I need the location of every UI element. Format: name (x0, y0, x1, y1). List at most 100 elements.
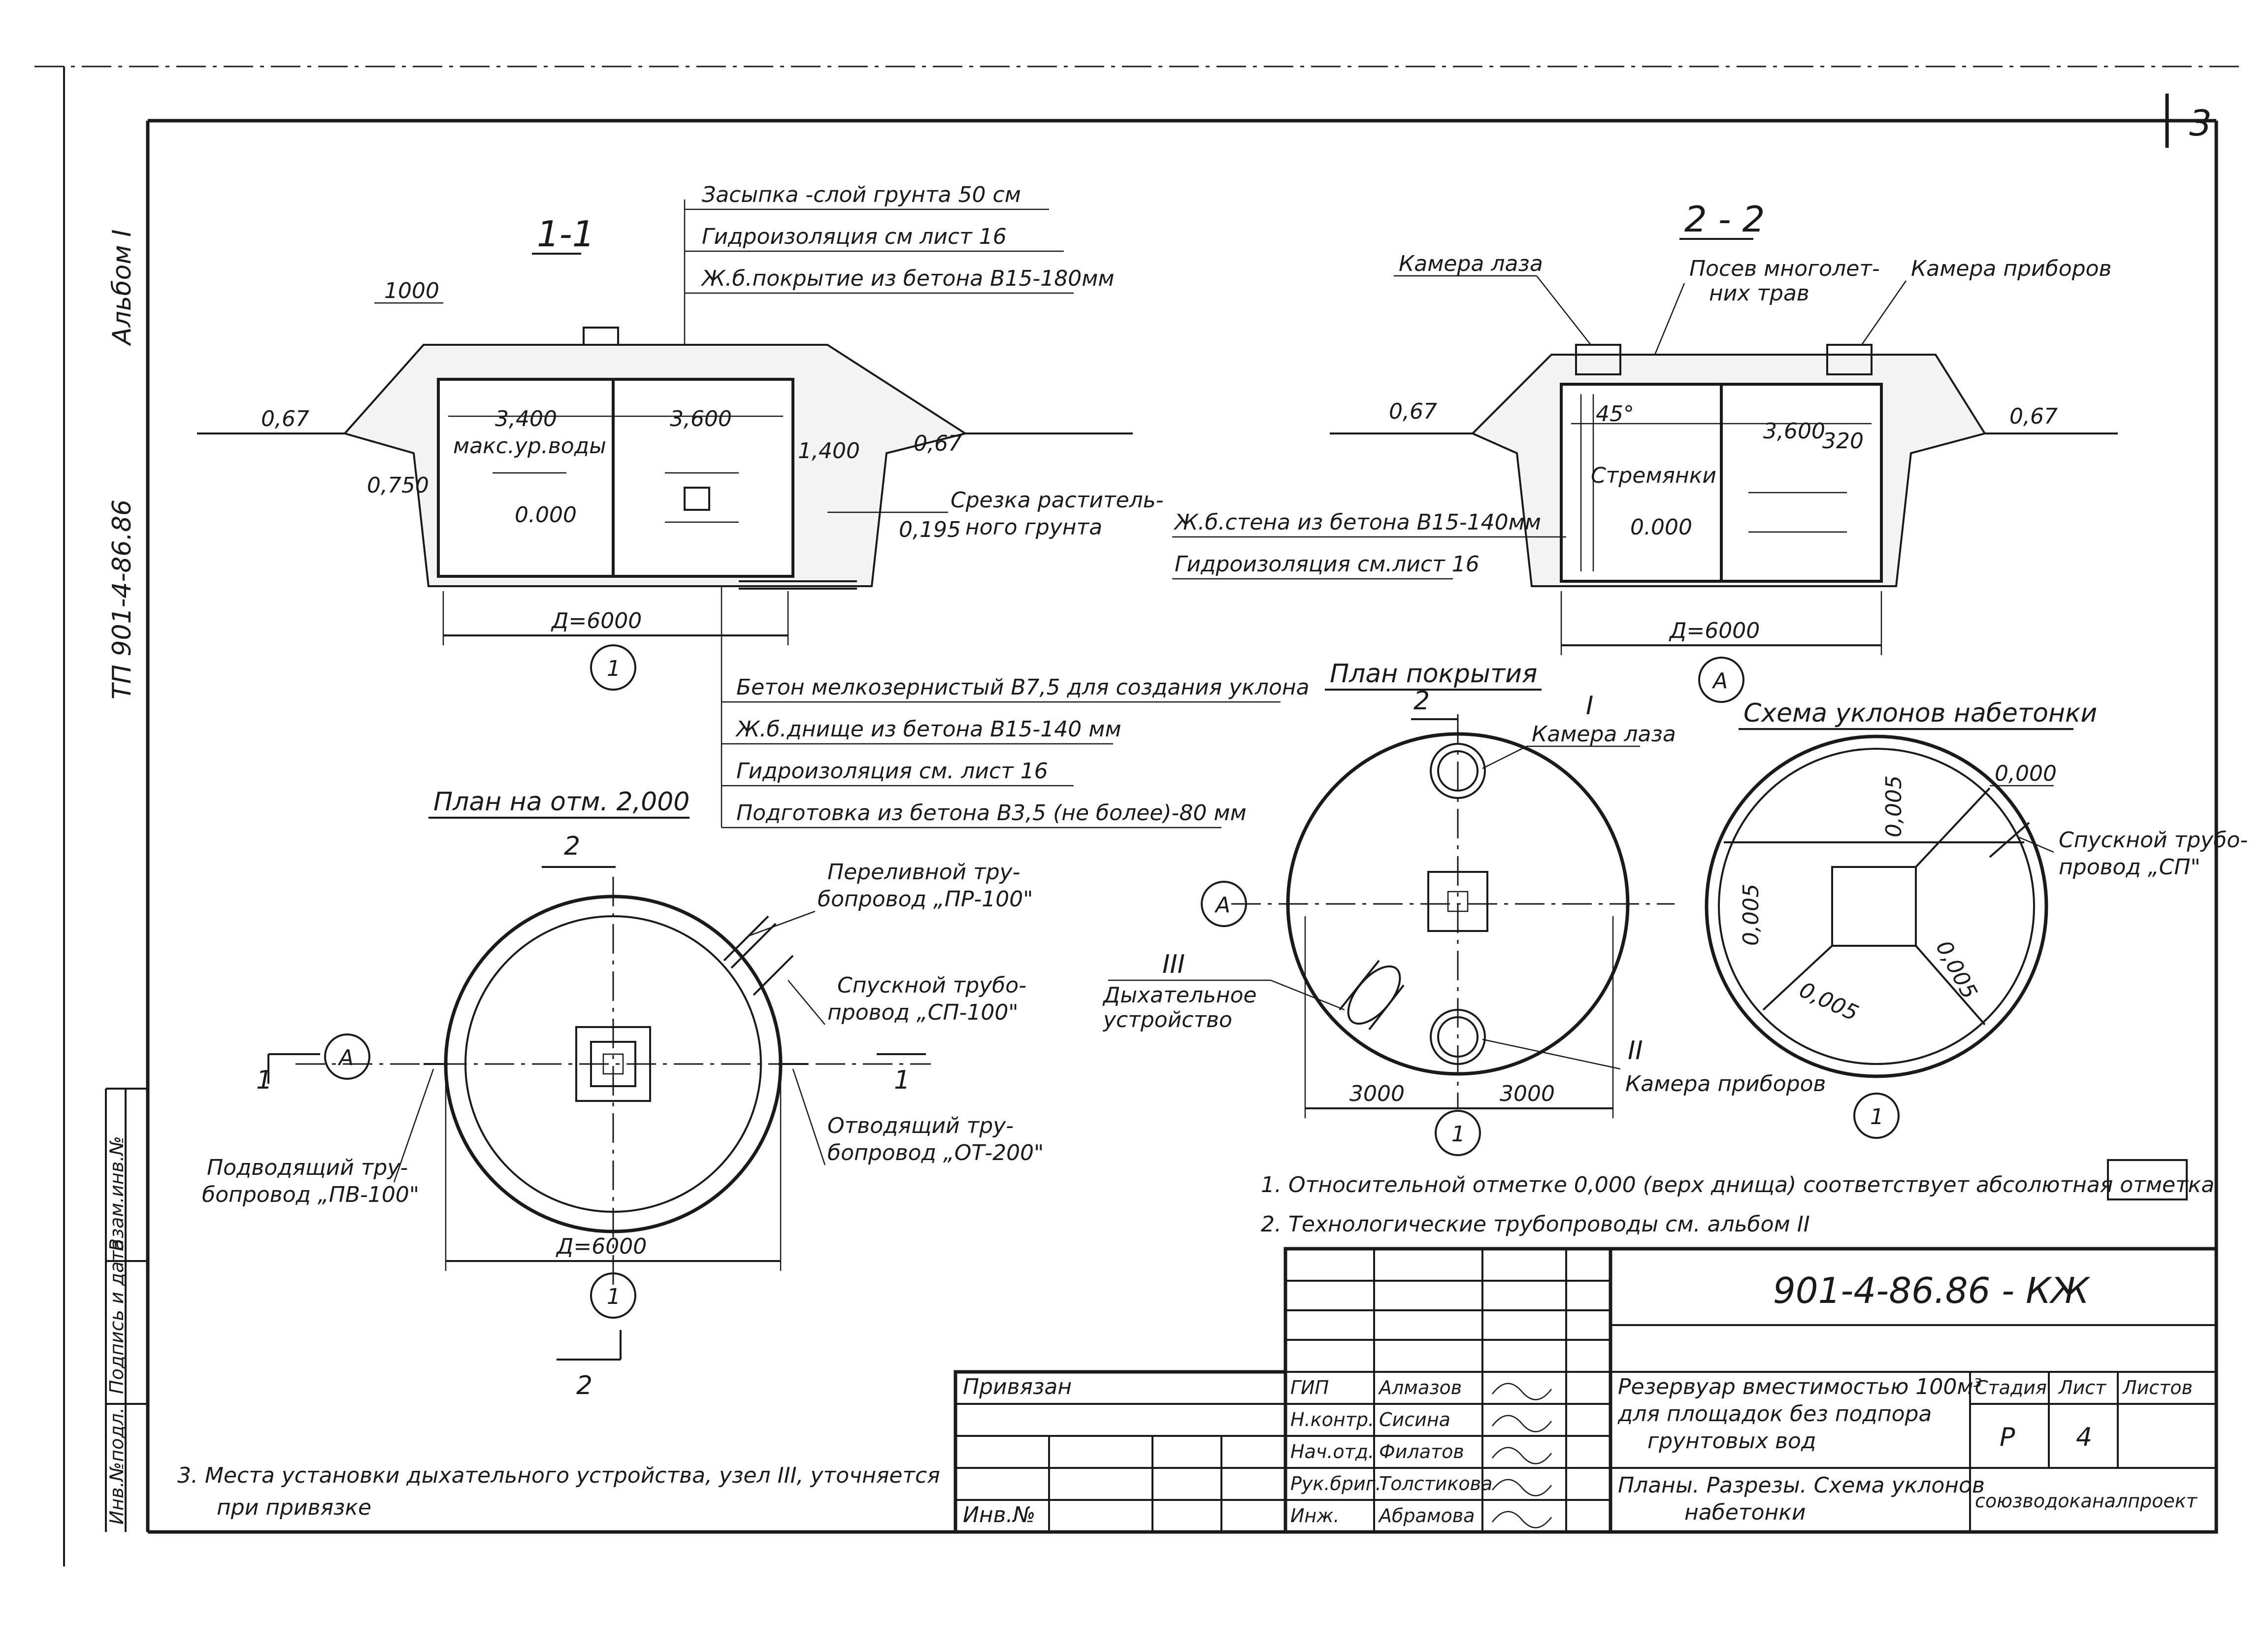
level-0000-s1: 0.000 (515, 502, 577, 528)
signature-4 (1492, 1511, 1552, 1529)
plan-cover-title: План покрытия (1330, 659, 1537, 689)
max-water-label: макс.ур.воды (453, 433, 606, 459)
level-0000-s2: 0.000 (1630, 515, 1692, 540)
slope-circle-outer (1705, 734, 2048, 1078)
cut-1-left: 1 (256, 1065, 272, 1095)
dim-1000: 1000 (384, 278, 439, 303)
name-2: Филатов (1379, 1441, 1464, 1463)
axis-1-cover: 1 (1451, 1122, 1465, 1147)
cut-2-bottom: 2 (576, 1371, 592, 1400)
sheet-number: 3 (2189, 102, 2212, 144)
stamp-sign: Подпись и дата (106, 1239, 128, 1394)
slope-b: 0,005 (1739, 884, 1764, 946)
breathing-1: Дыхательное (1102, 983, 1257, 1008)
cut-label-1: Срезка раститель- (951, 488, 1164, 513)
breathing-2: устройство (1102, 1007, 1232, 1032)
callout-hydro-2: Гидроизоляция см. лист 16 (736, 759, 1048, 784)
label-camera-pribor-cover: Камера приборов (1625, 1071, 1826, 1097)
level-3600-s1: 3,600 (670, 406, 732, 432)
stage-value: Р (2000, 1423, 2015, 1452)
name-0: Алмазов (1378, 1377, 1462, 1398)
role-2: Нач.отд. (1290, 1441, 1374, 1463)
diameter-s1: Д=6000 (551, 608, 642, 633)
outlet-2: бопровод „ОТ-200" (827, 1140, 1044, 1165)
tank-section-1 (437, 378, 794, 578)
axis-1-p1: 1 (607, 1284, 621, 1309)
instrument-chamber (1826, 344, 1873, 375)
wall-note: Ж.б.стена из бетона В15-140мм (1173, 510, 1541, 535)
diameter-p1: Д=6000 (556, 1234, 647, 1259)
slope-left-1: 0,67 (261, 406, 309, 432)
name-4: Абрамова (1378, 1505, 1475, 1527)
plan-cover: План покрытия 2 I Камера лаза А III Дыха… (1102, 659, 1826, 1156)
side-stamp: Инв.№подл. Подпись и дата Взам.инв.№ (105, 1088, 148, 1532)
role-3: Рук.бриг. (1290, 1473, 1381, 1495)
desc-line2: для площадок без подпора (1617, 1401, 1932, 1427)
sheet-value: 4 (2076, 1423, 2092, 1452)
overflow-2: бопровод „ПР-100" (818, 887, 1033, 912)
node-I: I (1586, 691, 1593, 721)
angle-45: 45° (1596, 401, 1634, 427)
slope-drain-1: Спускной трубо- (2059, 828, 2248, 853)
role-4: Инж. (1290, 1505, 1340, 1527)
slope-right-2: 0,67 (2009, 404, 2058, 429)
stamp-inv: Инв.№подл. (106, 1407, 128, 1525)
axis-1-slope: 1 (1870, 1104, 1884, 1130)
slope-level: 0,000 (1995, 761, 2057, 786)
role-0: ГИП (1290, 1377, 1329, 1398)
callout-fine-concrete: Бетон мелкозернистый В7,5 для создания у… (736, 675, 1310, 700)
sheets-header: Листов (2122, 1377, 2193, 1398)
slope-c: 0,005 (1795, 977, 1862, 1026)
cut-1-right: 1 (894, 1065, 910, 1095)
org-name: союзводоканалпроект (1975, 1490, 2198, 1512)
sheet-title-1: Планы. Разрезы. Схема уклонов (1618, 1473, 1985, 1498)
signature-2 (1492, 1447, 1552, 1464)
signature-1 (1492, 1415, 1552, 1432)
dim-3000-left: 3000 (1349, 1081, 1405, 1106)
dim-320: 320 (1822, 429, 1864, 454)
level-1400: 1,400 (798, 438, 860, 464)
node-II: II (1628, 1036, 1643, 1065)
slope-right-1: 0,67 (914, 431, 962, 456)
drain-1: Спускной трубо- (837, 973, 1026, 998)
plan-2000-title: План на отм. 2,000 (433, 787, 690, 817)
level-0195: 0,195 (899, 517, 961, 542)
name-3: Толстикова (1379, 1473, 1492, 1495)
note-3-line2: при привязке (217, 1495, 371, 1520)
callout-backfill: Засыпка -слой грунта 50 см (702, 182, 1021, 207)
plan-2000: План на отм. 2,000 2 1 1 А Переливной тр… (202, 787, 1044, 1400)
album-label: Альбом I (107, 230, 137, 346)
callout-cover: Ж.б.покрытие из бетона В15-180мм (700, 266, 1115, 291)
label-ladder: Стремянки (1591, 463, 1716, 488)
dim-3000-right: 3000 (1500, 1081, 1555, 1106)
name-1: Сисина (1379, 1409, 1450, 1430)
title-block: 901-4-86.86 - КЖ Привязан Инв.№ ГИП Н.ко… (953, 1247, 2218, 1534)
section-2-title: 2 - 2 (1684, 199, 1765, 240)
sheet-title-2: набетонки (1684, 1500, 1806, 1525)
drain-2: провод „СП-100" (827, 1000, 1019, 1025)
stamp-replace: Взам.инв.№ (106, 1136, 128, 1251)
access-chamber (1575, 344, 1621, 375)
slope-a: 0,005 (1881, 775, 1906, 837)
section-1-title: 1-1 (537, 213, 595, 255)
slope-drain-2: провод „СП" (2059, 855, 2201, 880)
stage-header: Стадия (1975, 1377, 2047, 1398)
cut-2-top: 2 (564, 831, 580, 861)
label-camera-laz-s2: Камера лаза (1399, 251, 1543, 276)
overflow-1: Переливной тру- (827, 860, 1020, 885)
label-camera-pribor-s2: Камера приборов (1911, 256, 2111, 281)
signature-0 (1492, 1383, 1552, 1400)
section-1-1: 1-1 Засыпка -слой грунта 50 см Гидроизол… (197, 182, 1310, 829)
notes: 1. Относительной отметке 0,000 (верх дни… (177, 1159, 2214, 1520)
level-3600-s2: 3,600 (1763, 419, 1825, 444)
inlet-1: Подводящий тру- (207, 1155, 408, 1180)
inlet-2: бопровод „ПВ-100" (202, 1182, 419, 1207)
slope-left-2: 0,67 (1389, 399, 1437, 424)
drawing-code: 901-4-86.86 - КЖ (1773, 1270, 2091, 1311)
axis-a-p1: А (337, 1045, 354, 1070)
outlet-1: Отводящий тру- (827, 1113, 1014, 1138)
label-seeding-1: Посев многолет- (1689, 256, 1880, 281)
axis-a-cover: А (1214, 893, 1230, 918)
node-III: III (1162, 950, 1185, 979)
desc-line3: грунтовых вод (1647, 1429, 1816, 1454)
